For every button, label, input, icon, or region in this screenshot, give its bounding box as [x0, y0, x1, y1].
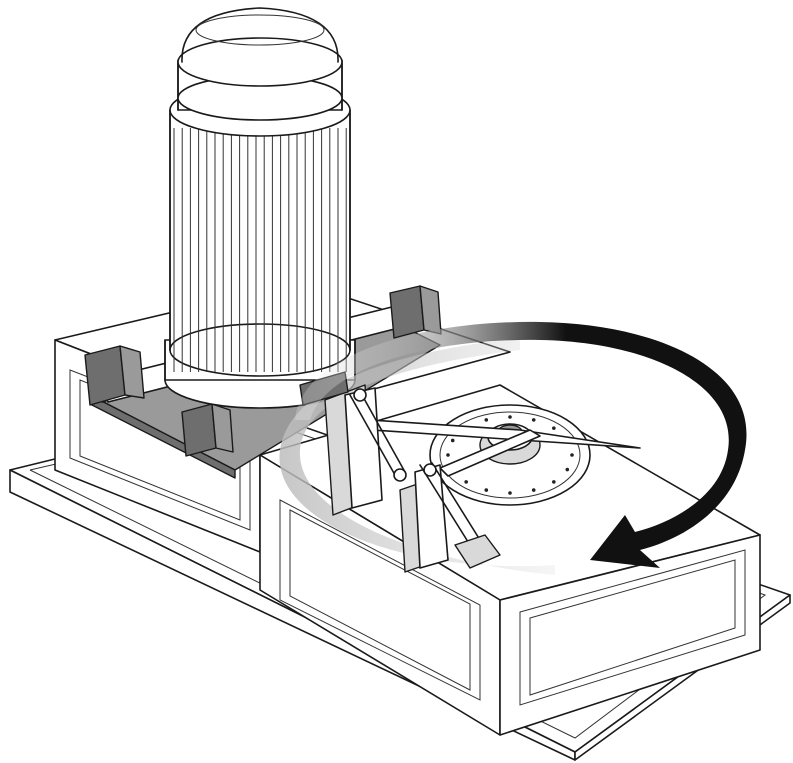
electric-motor [164, 7, 356, 409]
disc-bolt [484, 418, 489, 422]
disc-bolt [570, 453, 574, 457]
disc-bolt [484, 488, 489, 492]
disc-bolt [508, 415, 512, 419]
disc-bolt [450, 438, 455, 443]
disc-bolt [508, 491, 512, 495]
disc-bolt [552, 426, 556, 430]
disc-bolt [552, 480, 556, 484]
disc-bolt [464, 480, 468, 484]
disc-bolt [531, 418, 536, 422]
disc-bolt [531, 488, 536, 492]
disc-bolt [565, 467, 570, 472]
rotor-disc [429, 404, 591, 506]
disc-bolt [446, 453, 450, 457]
cooling-fins [173, 128, 347, 372]
